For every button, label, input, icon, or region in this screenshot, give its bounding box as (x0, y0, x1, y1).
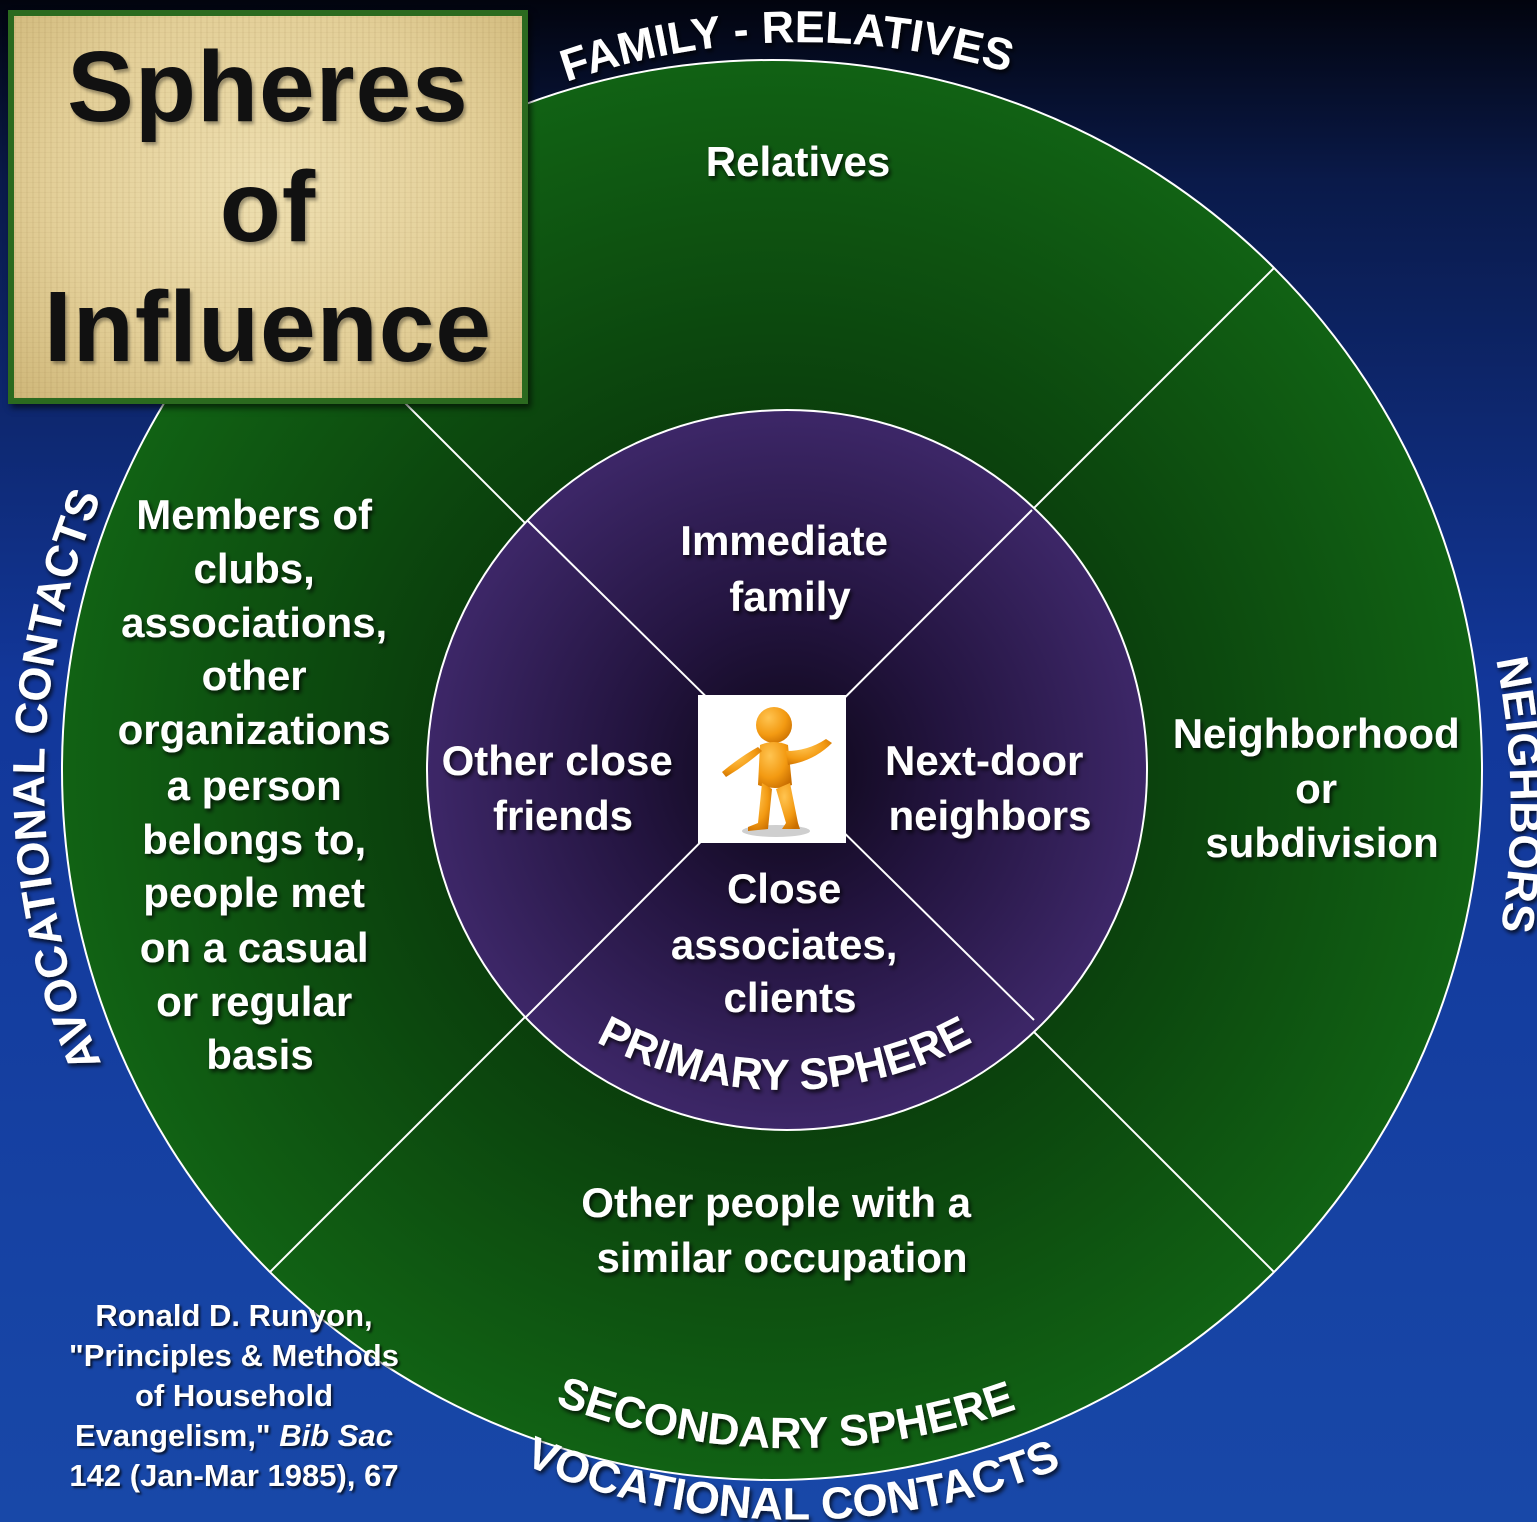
sector-avocational-line-3: associations, (121, 599, 387, 646)
sector-relatives: Relatives (706, 138, 890, 185)
primary-bottom-line-2: associates, (671, 921, 898, 968)
sector-occupation-line-1: Other people with a (581, 1179, 971, 1226)
citation-line-1: Ronald D. Runyon, (95, 1298, 373, 1333)
sector-avocational-line-5: organizations (118, 706, 391, 753)
sector-avocational-line-1: Members of (136, 491, 373, 538)
person-head (756, 707, 792, 743)
primary-left-line-2: friends (493, 792, 633, 839)
person-torso (758, 742, 792, 788)
title-line-1: Spheres (67, 31, 469, 143)
person-presenting-icon (698, 695, 846, 843)
sector-neighborhood-line-3: subdivision (1205, 819, 1438, 866)
primary-next-door-neighbors: Next-door neighbors (885, 737, 1095, 839)
primary-bottom-line-3: clients (723, 974, 856, 1021)
person-left-arm (722, 747, 762, 777)
title-box: Spheres of Influence (8, 10, 528, 404)
citation: Ronald D. Runyon, "Principles & Methods … (30, 1296, 438, 1496)
sector-neighborhood: Neighborhood or subdivision (1173, 710, 1472, 866)
person-figure-icon (722, 707, 832, 837)
primary-right-line-1: Next-door (885, 737, 1083, 784)
primary-top-line-1: Immediate (680, 517, 888, 564)
primary-right-line-2: neighbors (888, 792, 1091, 839)
sector-avocational-line-7: belongs to, (142, 816, 366, 863)
sector-avocational-line-4: other (202, 652, 307, 699)
sector-avocational-line-10: or regular (156, 978, 352, 1025)
person-left-leg (748, 783, 772, 831)
primary-left-line-1: Other close (442, 737, 673, 784)
title-line-2: of (219, 151, 317, 263)
primary-close-associates: Close associates, clients (671, 865, 909, 1021)
sector-avocational-line-8: people met (143, 869, 365, 916)
sector-avocational-line-6: a person (167, 762, 342, 809)
primary-immediate-family: Immediate family (680, 517, 899, 620)
sector-neighborhood-line-2: or (1295, 765, 1337, 812)
primary-top-line-2: family (729, 573, 851, 620)
citation-journal: Bib Sac (279, 1418, 393, 1453)
citation-line-5: 142 (Jan-Mar 1985), 67 (69, 1458, 399, 1493)
citation-line-2: "Principles & Methods (69, 1338, 399, 1373)
sector-avocational-line-11: basis (206, 1031, 313, 1078)
person-right-arm (786, 739, 832, 765)
sector-relatives-line: Relatives (706, 138, 890, 185)
citation-line-4: Evangelism," Bib Sac (30, 1416, 438, 1456)
title-line-3: Influence (44, 271, 492, 383)
citation-line-4-text: Evangelism," (75, 1418, 280, 1453)
sector-occupation-line-2: similar occupation (596, 1234, 967, 1281)
sector-avocational-line-9: on a casual (140, 924, 369, 971)
sector-similar-occupation: Other people with a similar occupation (581, 1179, 982, 1281)
primary-close-friends: Other close friends (442, 737, 685, 839)
sector-neighborhood-line-1: Neighborhood (1173, 710, 1460, 757)
person-right-leg (776, 783, 800, 829)
primary-bottom-line-1: Close (727, 865, 841, 912)
sector-avocational-line-2: clubs, (193, 545, 314, 592)
citation-line-3: of Household (134, 1378, 334, 1413)
sector-avocational: Members of clubs, associations, other or… (118, 491, 403, 1078)
